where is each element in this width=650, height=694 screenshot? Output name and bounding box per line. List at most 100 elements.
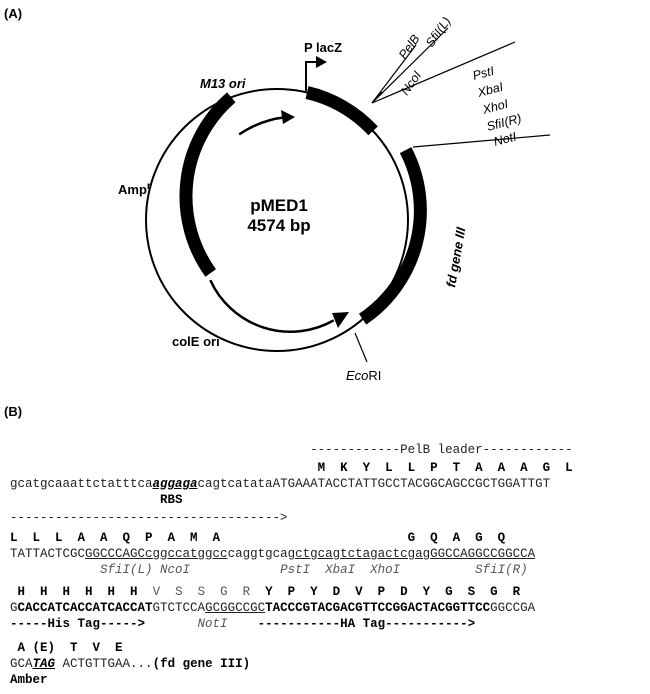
rbs-sequence: aggaga [152, 477, 198, 491]
cole-ori-label: colE ori [172, 334, 220, 349]
nt4-fd: (fd gene III) [152, 657, 251, 671]
rbs-label-row: RBS [10, 493, 183, 508]
m13-ori-arrowhead [281, 110, 295, 124]
tag-row-3: -----His Tag-----> NotI -----------HA Ta… [10, 617, 475, 632]
s2-xho: XhoI [370, 563, 401, 577]
m13-ori-arrow [238, 116, 286, 136]
tag-gap-2 [228, 617, 258, 631]
nt4-a: GCA [10, 657, 33, 671]
cole-ori-arrow [209, 279, 335, 334]
aa4-indent [10, 641, 18, 655]
s2-sfir: SfiI(R) [475, 563, 528, 577]
site-label-xhoi: XhoI [480, 97, 510, 118]
rbs-indent [10, 493, 160, 507]
site-label-noti: NotI [492, 129, 518, 149]
plasmid-name: pMED1 [250, 196, 308, 215]
rbs-label: RBS [160, 493, 183, 507]
fd-gene-iii-segment [358, 147, 427, 325]
not-label: NotI [197, 617, 228, 631]
nt2-xba: tctaga [340, 547, 386, 561]
m13-ori-label: M13 ori [200, 76, 246, 91]
plasmid-size: 4574 bp [247, 216, 310, 235]
s2-gap-5 [400, 563, 475, 577]
nt3-g: G [10, 601, 18, 615]
panel-b-label: (B) [4, 404, 23, 419]
site-label-sfil: SfiI(L) [423, 14, 454, 49]
ecori-label-italic: Eco [346, 368, 368, 383]
plasmid-map: pMED1 4574 bp P lacZ M13 ori Ampr colE o… [118, 14, 551, 383]
pelb-leader-text: ------------PelB leader------------ [310, 443, 573, 457]
aa3-gap: V S S G R [152, 585, 251, 599]
aa1-text: M K Y L L P T A A A G L [317, 461, 573, 475]
pelb-leader-header: ------------PelB leader------------ [10, 443, 573, 458]
pelb-indent [10, 443, 310, 457]
aa-row-4: A (E) T V E [10, 641, 123, 656]
amber-codon: TAG [32, 657, 56, 671]
s2-gap-3 [310, 563, 325, 577]
s2-pst: PstI [280, 563, 311, 577]
fd-gene-iii-label: fd gene III [443, 226, 468, 289]
aa3-gap1 [138, 585, 153, 599]
nt2-mid: caggtgcag [227, 547, 296, 561]
ecori-label-rest: RI [368, 368, 381, 383]
nt-row-3: GCACCATCACCATCACCATGTCTCCAGCGGCCGCTACCCG… [10, 601, 535, 616]
plac-promoter-arrow [305, 61, 317, 91]
aa1-indent [10, 461, 318, 475]
nt2-nco: atggcc [182, 547, 228, 561]
nt3-his: CACCATCACCATCACCAT [17, 601, 153, 615]
nt2-xho: ctcgag [385, 547, 431, 561]
site-label-psti: PstI [471, 64, 496, 83]
aa3-gap2 [250, 585, 265, 599]
pelb-site-line [371, 44, 417, 104]
s2-xba: XbaI [325, 563, 356, 577]
plac-segment [305, 86, 378, 136]
plac-label: P lacZ [304, 40, 342, 55]
s2-indent-a [10, 563, 100, 577]
plac-promoter-arrowhead [316, 56, 327, 68]
nt3-a: GTCTCCA [152, 601, 206, 615]
aa2-b: G Q A G Q [407, 531, 506, 545]
noti-site-line [412, 134, 551, 148]
s2-gap-1 [153, 563, 161, 577]
s2-gap-4 [355, 563, 370, 577]
mcs-site-labels: PstI XbaI XhoI SfiI(R) NotI [471, 64, 523, 149]
mcs-site-line [371, 41, 516, 104]
aa-row-2: L L L A A Q P A M A G Q A G Q [10, 531, 505, 546]
nt-row-2: TATTACTCGCGGCCCAGCcggccatggcccaggtgcagct… [10, 547, 535, 562]
aa-row-1: M K Y L L P T A A A G L [10, 461, 573, 476]
sfil-site-line [371, 27, 449, 104]
aa3-ha: Y P Y D V P D Y G S G R [265, 585, 521, 599]
amp-label-sup: r [147, 181, 151, 192]
site-label-xbai: XbaI [475, 80, 505, 101]
ecori-label: EcoRI [346, 368, 381, 383]
site-row-2: SfiI(L) NcoI PstI XbaI XhoI SfiI(R) [10, 563, 528, 578]
s2-gap-2 [190, 563, 280, 577]
his-tag-label: -----His Tag-----> [10, 617, 146, 631]
nt2-a: TATTACTCGC [10, 547, 86, 561]
nt-row-4: GCATAG ACTGTTGAA...(fd gene III) [10, 657, 250, 672]
plasmid-backbone [145, 88, 409, 352]
aa3-his: H H H H H H [17, 585, 138, 599]
cole-ori-arrowhead [332, 312, 349, 328]
aa-row-3: H H H H H H V S S G R Y P Y D V P D Y G … [10, 585, 521, 600]
amp-label: Ampr [118, 181, 151, 197]
nt2-sfir: GGCCAGGCCGGCCA [430, 547, 536, 561]
ecori-site-line [354, 332, 368, 363]
amp-label-text: Amp [118, 182, 147, 197]
aa2-gap [220, 531, 408, 545]
tag-gap-1 [145, 617, 198, 631]
amber-label: Amber [10, 673, 48, 687]
panel-a-label: (A) [4, 6, 23, 21]
nt1-a: gcatgcaaattctatttca [10, 477, 153, 491]
pelb-arrow-row: ------------------------------------> [10, 511, 288, 525]
nt2-pst: ctgcag [295, 547, 341, 561]
nt3-ha: TACCCGTACGACGTTCCGGACTACGGTTCC [265, 601, 491, 615]
nt1-b: cagtcatata [197, 477, 273, 491]
aa4-text: A (E) T V E [17, 641, 123, 655]
ha-tag-label: -----------HA Tag-----------> [257, 617, 476, 631]
nt2-sfil: GGCCCAGCcggcc [85, 547, 183, 561]
nt3-not: GCGGCCGC [205, 601, 266, 615]
nt4-b: ACTGTTGAA... [55, 657, 153, 671]
s2-sfil: SfiI(L) [100, 563, 153, 577]
amp-segment [179, 92, 236, 277]
